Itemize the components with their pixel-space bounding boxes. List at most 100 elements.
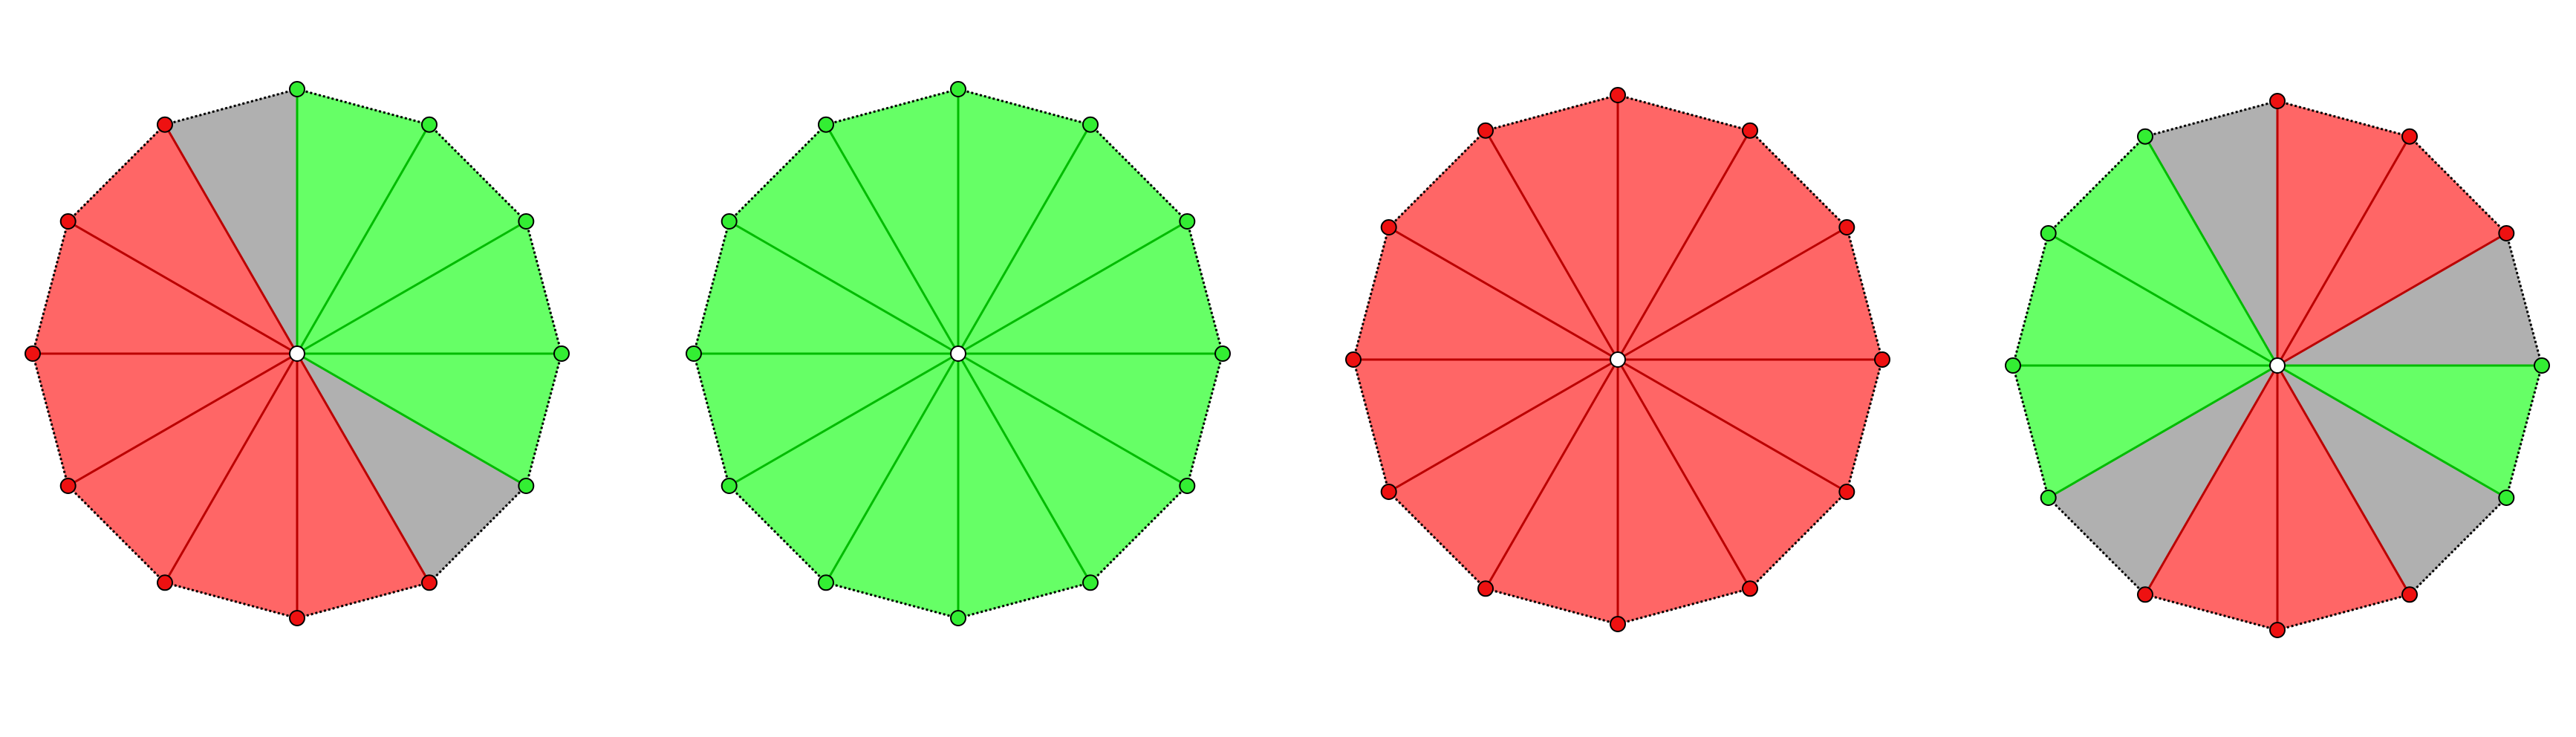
vertex-green [2040,490,2057,506]
spoke-red [163,353,299,584]
dodecagon-diagram-2 [686,81,1231,626]
spoke-green [296,352,527,487]
outline-edge [67,484,166,584]
spoke-green [957,123,1092,354]
outline-edge [296,88,430,126]
outline-edge [692,353,731,487]
vertex-green [2040,225,2057,241]
vertex-red [1477,122,1494,139]
vertex-green [2005,357,2021,374]
outline-edge [1485,94,1619,132]
outline-edge [1485,587,1619,626]
outline-edge [1089,484,1188,584]
outline-edge [957,88,1091,126]
spoke-red [1388,358,1619,493]
outline-edge [296,581,430,620]
outline-edge [1185,353,1224,487]
spoke-green [296,123,431,354]
outline-edge [1352,359,1391,493]
outline-edge [1749,129,1848,229]
outline-edge [31,221,70,354]
outline-edge [67,123,166,223]
outline-edge [692,221,731,354]
vertex-green [721,213,738,230]
spoke-red [1388,226,1619,361]
vertex-red [2401,586,2418,603]
vertex-green [1179,213,1196,230]
vertex-red [421,574,438,591]
outline-edge [1185,221,1224,354]
outline-edge [1388,490,1487,590]
vertex-green [421,116,438,133]
vertex-green [2137,128,2153,145]
vertex-green [553,345,570,362]
vertex-red [1838,484,1855,500]
center-point [289,345,305,362]
dodecagon-diagram-1 [25,81,570,626]
vertex-red [157,116,173,133]
outline-edge [825,88,959,126]
vertex-red [1610,616,1626,632]
vertex-red [1874,351,1890,368]
vertex-red [1742,122,1758,139]
vertex-green [1082,574,1099,591]
outline-edge [2144,100,2278,138]
vertex-green [289,81,305,97]
vertex-red [1380,219,1397,236]
outline-edge [1749,490,1848,590]
vertex-red [2269,93,2286,109]
outline-edge [2047,496,2147,596]
spoke-red [2276,135,2411,366]
vertex-red [289,610,305,626]
outline-edge [2408,496,2508,596]
spoke-green [2047,364,2278,499]
center-point [1610,351,1626,368]
vertex-green [2534,357,2550,374]
spoke-red [1616,359,1752,590]
outline-edge [1845,227,1884,360]
vertex-red [2269,622,2286,638]
outline-edge [2011,233,2050,366]
vertex-red [1380,484,1397,500]
outline-edge [31,353,70,487]
vertex-red [59,478,77,494]
vertex-green [2498,490,2515,506]
outline-edge [428,484,527,584]
vertex-green [686,345,702,362]
vertex-green [1082,116,1099,133]
dodecagon-diagram-3 [1345,87,1890,632]
vertex-red [2498,225,2515,241]
vertex-red [2137,586,2153,603]
vertex-red [1838,219,1855,236]
spoke-green [957,353,1092,584]
vertex-red [2401,128,2418,145]
outline-edge [1617,94,1751,132]
spoke-green [2277,364,2508,499]
outline-edge [2277,100,2410,138]
center-point [2269,357,2286,374]
spoke-red [163,123,299,354]
spoke-green [2047,232,2278,367]
spoke-red [67,352,298,487]
outline-edge [2505,233,2543,366]
vertex-green [818,574,834,591]
spoke-green [2144,135,2279,366]
outline-edge [2408,135,2508,235]
outline-edge [1089,123,1188,223]
outline-edge [428,123,527,223]
vertex-green [518,478,535,494]
spoke-red [67,220,298,355]
outline-edge [728,484,827,584]
spoke-green [728,220,959,355]
outline-edge [728,123,827,223]
outline-edge [164,581,298,620]
vertex-red [59,213,77,230]
outline-edge [2505,365,2543,499]
outline-edge [1617,587,1751,626]
vertex-green [818,116,834,133]
outline-edge [2144,593,2278,632]
outline-edge [957,581,1091,620]
spoke-red [2277,232,2508,367]
